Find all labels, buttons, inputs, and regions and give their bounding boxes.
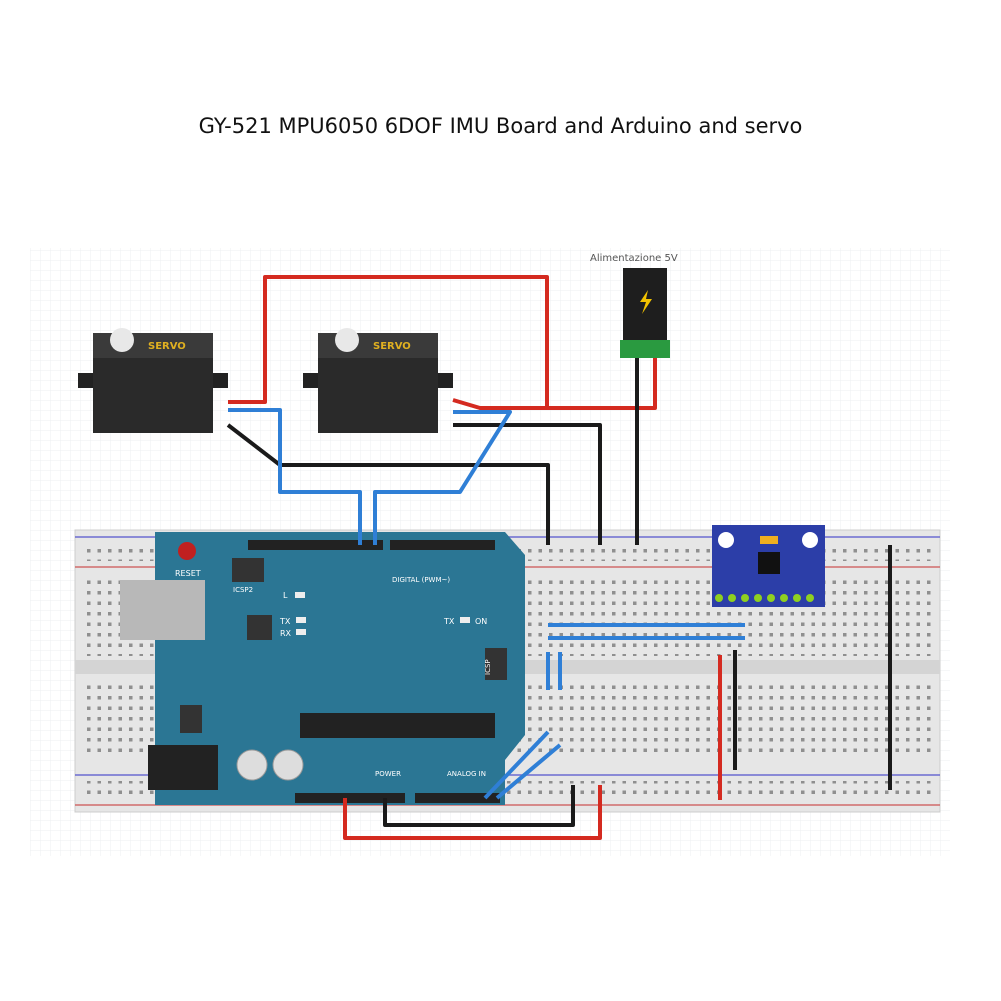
led-l-label: L (283, 591, 288, 600)
arduino-uno: RESET ICSP2 DIGITAL (PWM~) L TX RX TX ON… (120, 532, 525, 805)
wire-blue (373, 410, 512, 545)
wire-red (343, 785, 602, 840)
reset-button[interactable] (178, 542, 196, 560)
mpu6050-board (712, 525, 825, 607)
power-label: POWER (375, 770, 401, 778)
icsp2-label: ICSP2 (233, 586, 253, 594)
reset-label: RESET (175, 569, 201, 578)
servo-1: SERVO (78, 328, 228, 433)
power-label: Alimentazione 5V (590, 253, 678, 264)
wire-black (226, 423, 550, 545)
digital-header-2 (390, 540, 495, 550)
page-title: GY-521 MPU6050 6DOF IMU Board and Arduin… (198, 114, 803, 138)
icsp-label: ICSP (484, 659, 492, 675)
wire-blue (483, 730, 550, 800)
analog-label: ANALOG IN (447, 770, 486, 778)
lightning-icon (640, 290, 652, 314)
usb-port (120, 580, 205, 640)
wire-black (383, 785, 575, 827)
tx-label: TX (279, 617, 291, 626)
wire-red (228, 275, 549, 408)
wire-blue (495, 743, 562, 800)
digital-label: DIGITAL (PWM~) (392, 576, 450, 584)
digital-header-1 (248, 540, 383, 550)
servo-1-label: SERVO (148, 341, 186, 352)
servo-2-label: SERVO (373, 341, 411, 352)
wire-blue (228, 408, 362, 545)
dc-jack (148, 745, 218, 790)
rx-label: RX (280, 629, 292, 638)
wire-red (452, 358, 657, 410)
power-jack-5v: Alimentazione 5V (590, 253, 678, 358)
on-label: ON (475, 617, 487, 626)
tx2-label: TX (443, 617, 455, 626)
servo-2: SERVO (303, 328, 453, 433)
atmega-chip (300, 713, 495, 738)
analog-header (415, 793, 500, 803)
power-header (295, 793, 405, 803)
